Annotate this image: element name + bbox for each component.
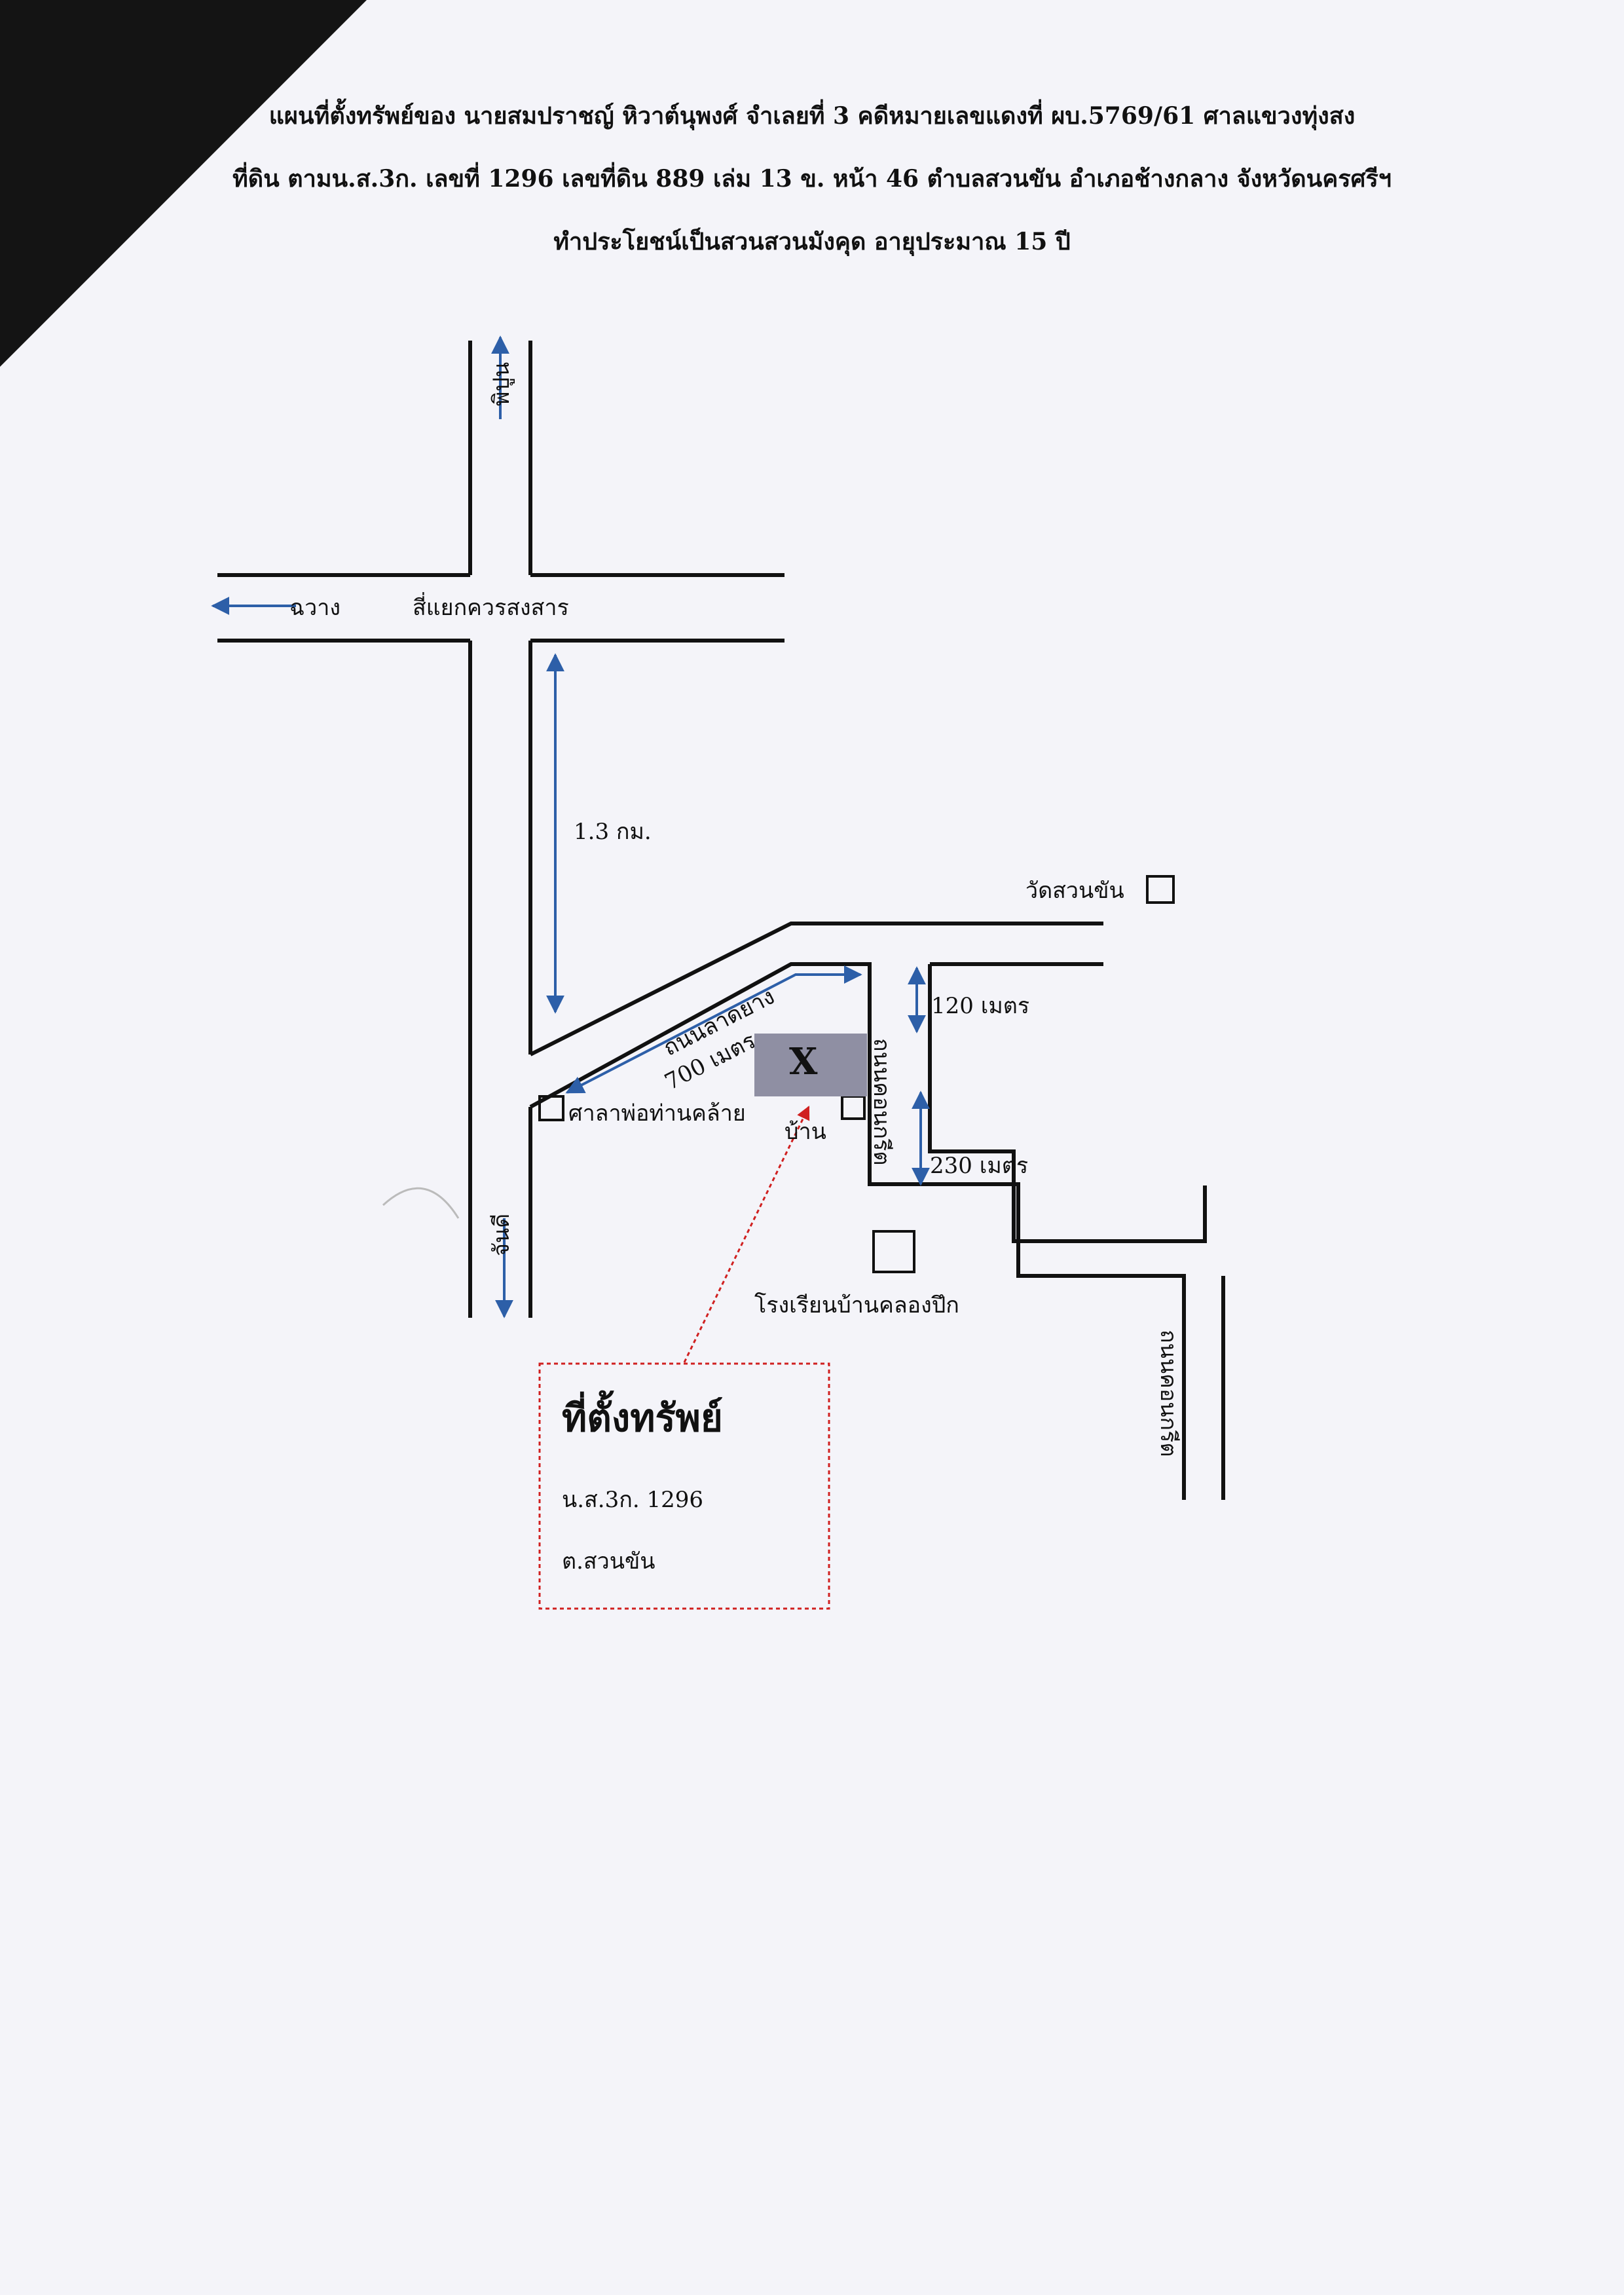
school-icon <box>872 1230 915 1273</box>
header-line-3: ทำประโยชน์เป็นสวนสวนมังคุด อายุประมาณ 15… <box>553 228 1071 255</box>
distance-120m: 120 เมตร <box>931 993 1030 1019</box>
concrete-road-label-2: ถนนคอนกรีต <box>1155 1330 1181 1457</box>
pavilion-icon <box>538 1095 564 1121</box>
house-icon <box>841 1095 866 1120</box>
distance-1-3km: 1.3 กม. <box>574 819 652 845</box>
north-direction-label: พิปูน <box>489 362 515 406</box>
west-direction-label: ฉวาง <box>289 595 341 621</box>
legend-title: ที่ตั้งทรัพย์ <box>562 1396 723 1440</box>
measure-arrows <box>211 335 930 1318</box>
legend-box <box>538 1362 830 1610</box>
intersection-label: สี่แยกควรสงสาร <box>413 595 569 621</box>
temple-label: วัดสวนขัน <box>1025 878 1124 904</box>
distance-230m: 230 เมตร <box>930 1153 1029 1179</box>
house-label: บ้าน <box>784 1119 826 1145</box>
header-line-2: ที่ดิน ตามน.ส.3ก. เลขที่ 1296 เลขที่ดิน … <box>232 165 1392 193</box>
faint-curve <box>382 1187 460 1219</box>
property-mark: X <box>789 1040 818 1083</box>
legend-deed-number: น.ส.3ก. 1296 <box>562 1487 703 1513</box>
temple-icon <box>1146 875 1175 904</box>
pavilion-label: ศาลาพ่อท่านคล้าย <box>568 1100 746 1127</box>
roads <box>217 341 1225 1500</box>
header-line-1: แผนที่ตั้งทรัพย์ของ นายสมปราชญ์ หิวาต์นุ… <box>268 102 1356 130</box>
school-label: โรงเรียนบ้านคลองปึก <box>754 1292 959 1318</box>
concrete-road-label-1: ถนนคอนกรีต <box>868 1038 895 1166</box>
south-direction-label: จันดี <box>489 1213 515 1256</box>
legend-subdistrict: ต.สวนขัน <box>562 1548 655 1575</box>
